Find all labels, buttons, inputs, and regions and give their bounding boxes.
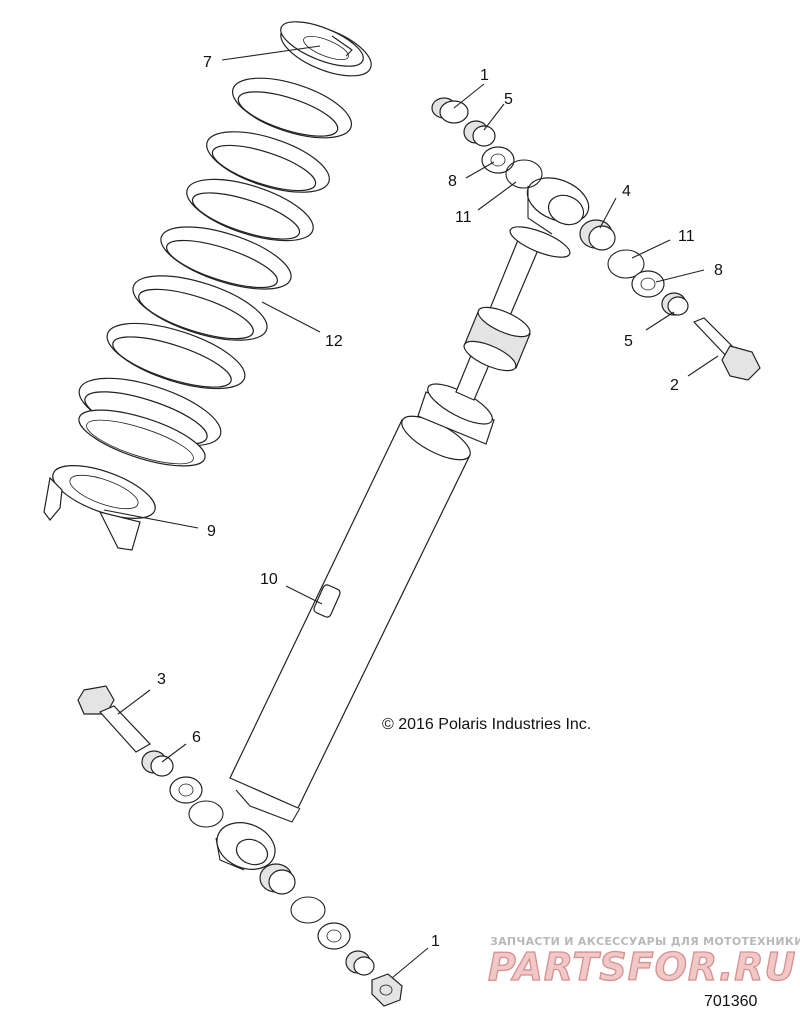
callout-2: 2 [670,377,679,394]
callout-8-left: 8 [448,173,457,190]
callout-11-right: 11 [678,228,695,245]
copyright-text: © 2016 Polaris Industries Inc. [382,716,591,733]
callout-5-top: 5 [504,91,513,108]
callout-6: 6 [192,729,201,746]
callout-7: 7 [203,54,212,71]
callout-12: 12 [325,333,343,350]
watermark-tagline: ЗАПЧАСТИ И АКСЕССУАРЫ ДЛЯ МОТОТЕХНИКИ [490,935,800,948]
watermark-brand: PARTSFOR.RU [488,945,796,989]
leader-lines [103,45,719,979]
shock-body [215,177,590,871]
callout-5-right: 5 [624,333,633,350]
upper-hardware [431,97,761,381]
spring-retainer [280,21,372,77]
coil-spring [78,77,353,467]
callout-10: 10 [260,571,278,588]
callout-11-left: 11 [455,209,472,226]
diagram-part-number: 701360 [704,993,757,1010]
spring-seat [43,465,156,551]
callout-1-top: 1 [480,67,489,84]
callout-4: 4 [622,183,631,200]
callouts: 7 1 5 8 11 4 11 8 5 2 12 9 10 3 6 1 [157,54,723,950]
callout-3: 3 [157,671,166,688]
callout-8-right: 8 [714,262,723,279]
callout-9: 9 [207,523,216,540]
watermark: ЗАПЧАСТИ И АКСЕССУАРЫ ДЛЯ МОТОТЕХНИКИ PA… [487,935,800,990]
callout-1-bottom: 1 [431,933,440,950]
lower-hardware [77,685,403,1007]
